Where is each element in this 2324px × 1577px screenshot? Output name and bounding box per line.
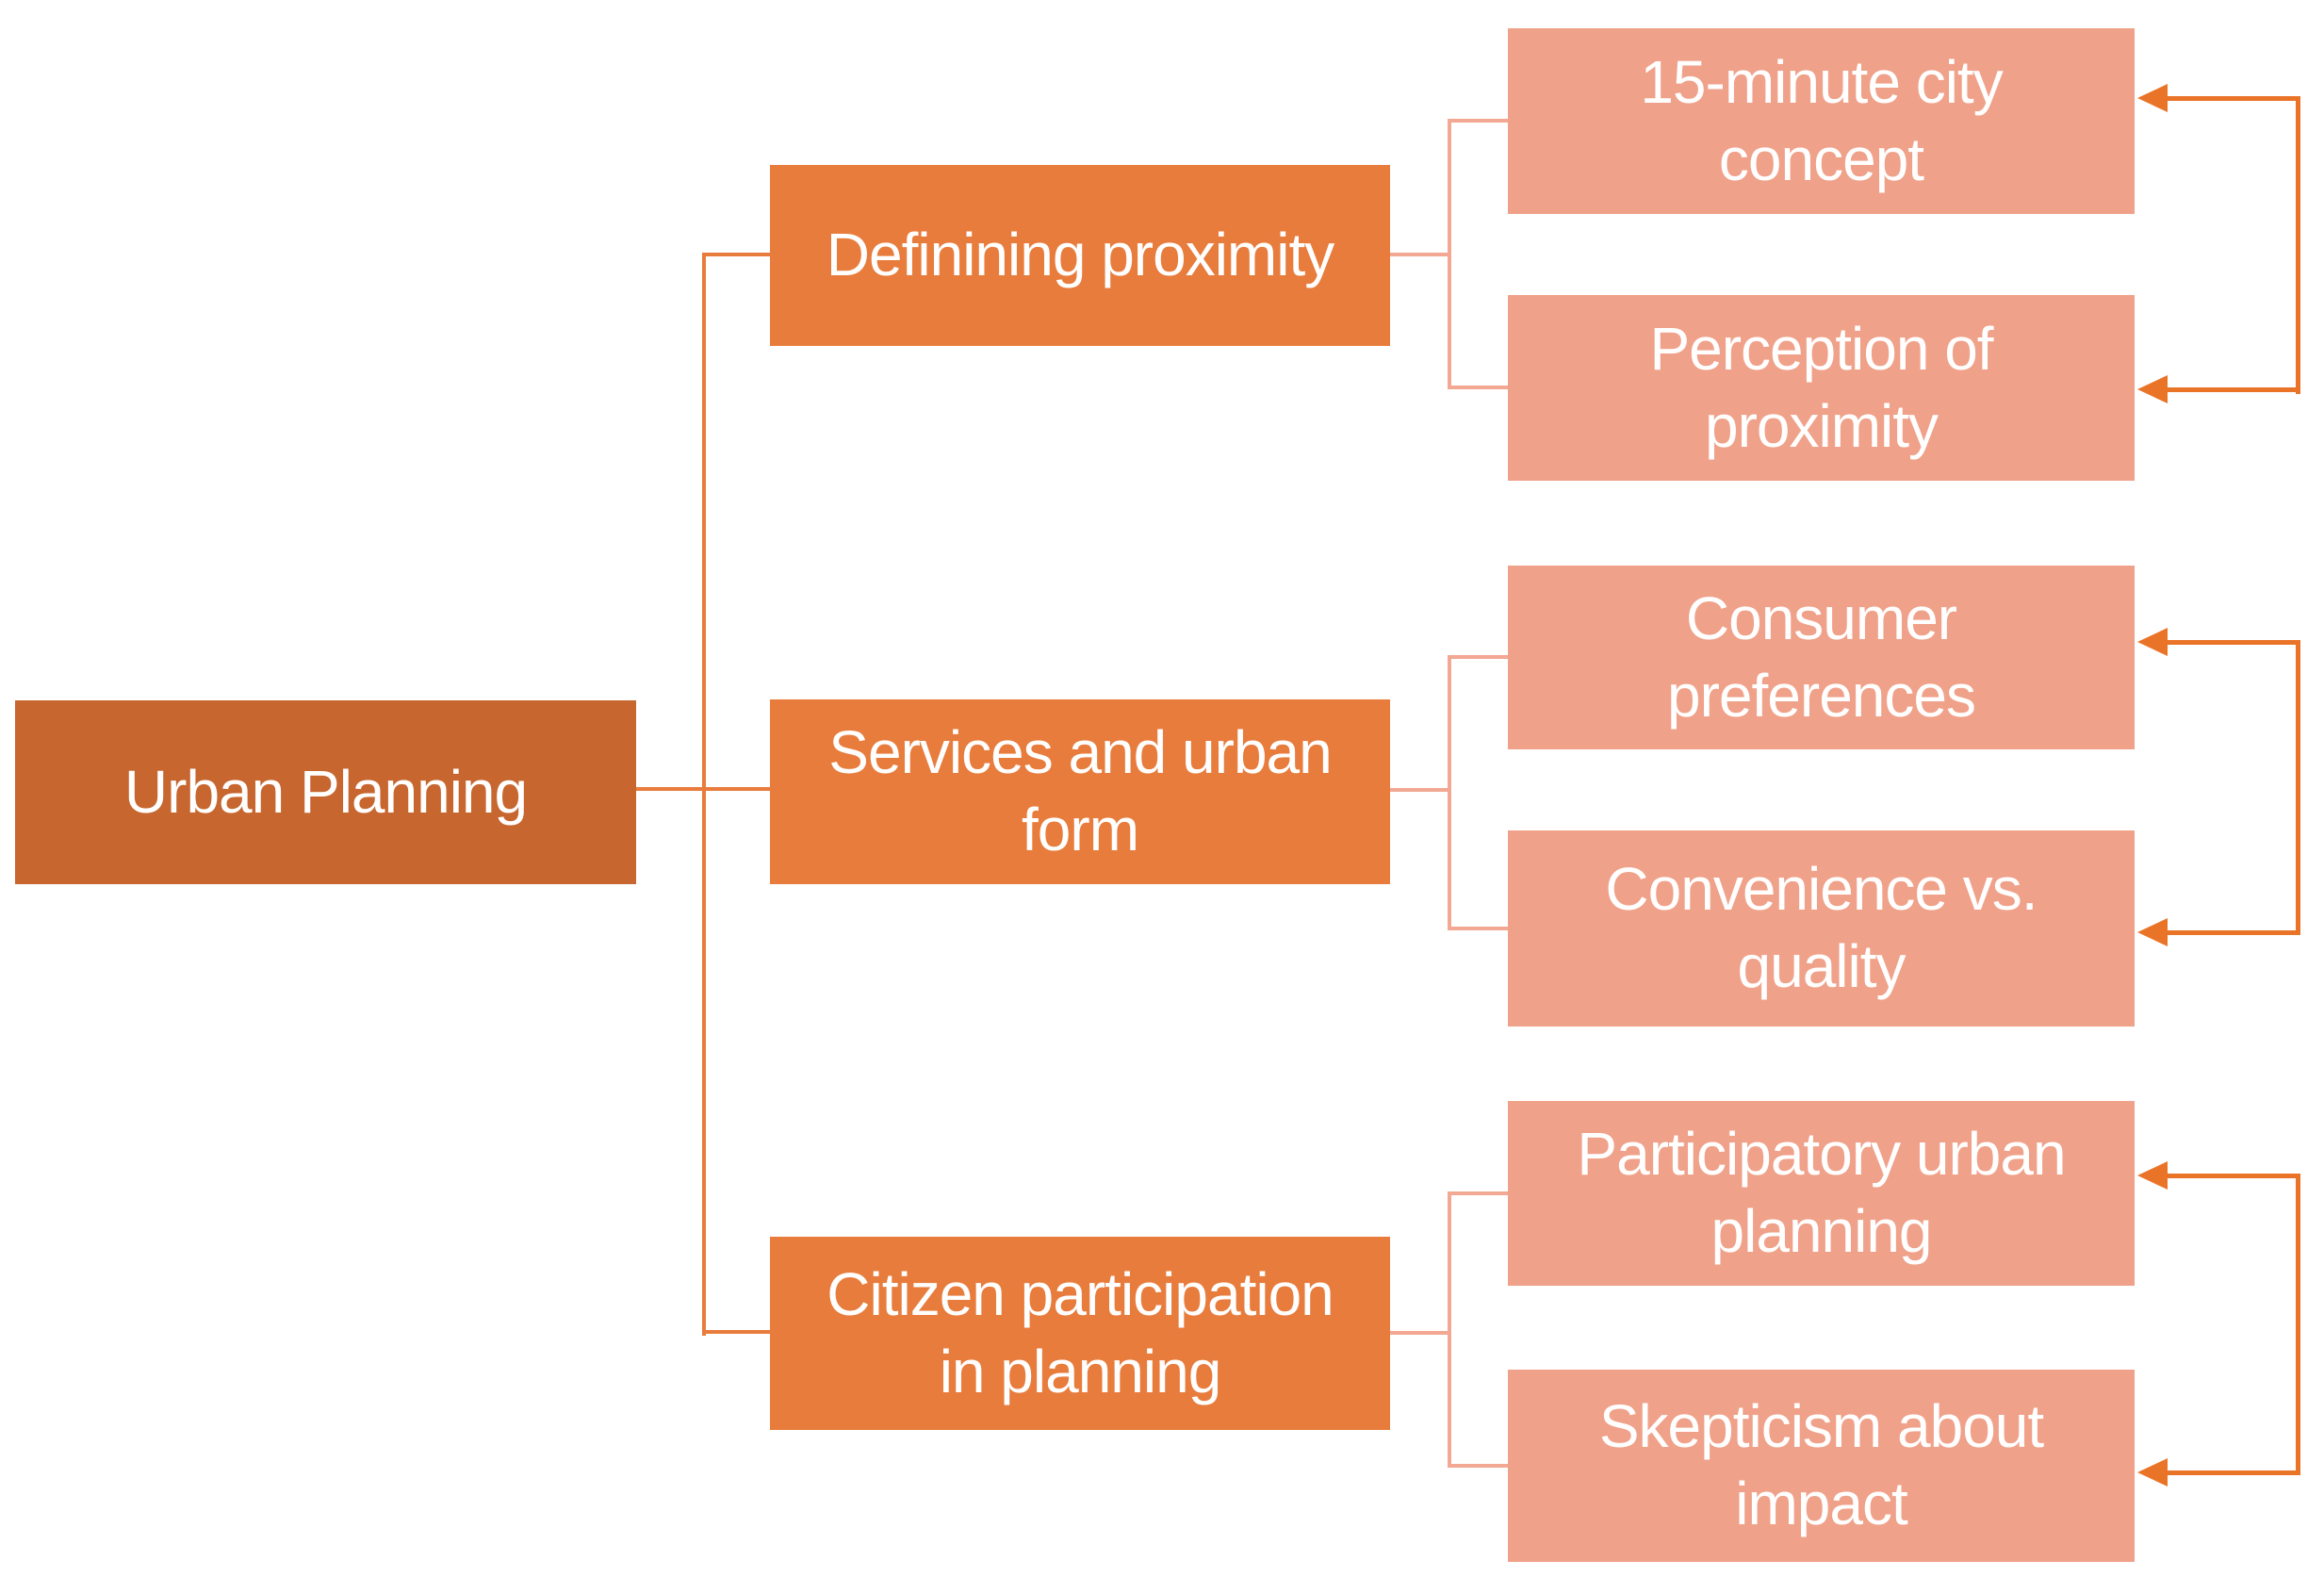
- bracket3-top-horizontal: [1448, 1191, 1508, 1195]
- node-participatory-urban-planning: Participatory urban planning: [1508, 1101, 2135, 1286]
- left-arrowhead-icon: [2137, 918, 2168, 946]
- arrow2-vertical: [2296, 640, 2300, 935]
- arrow3-bottom-line: [2166, 1470, 2300, 1475]
- bracket3-bottom-horizontal: [1448, 1464, 1508, 1468]
- arrow1-bottom-line: [2166, 387, 2300, 392]
- node-urban-planning: Urban Planning: [15, 700, 636, 884]
- node-citizen-participation: Citizen participation in planning: [770, 1237, 1390, 1430]
- left-arrowhead-icon: [2137, 84, 2168, 112]
- node-label: Convenience vs. quality: [1605, 855, 2038, 1000]
- bracket2-bottom-horizontal: [1448, 927, 1508, 930]
- node-label: Consumer preferences: [1667, 583, 1976, 730]
- bracket3-branch-stub: [1390, 1331, 1451, 1335]
- node-15-minute-city-concept: 15-minute city concept: [1508, 28, 2135, 214]
- node-label: Skepticism about impact: [1598, 1392, 2044, 1537]
- left-arrowhead-icon: [2137, 1458, 2168, 1487]
- node-label: Participatory urban planning: [1577, 1120, 2066, 1265]
- node-label: Definining proximity: [826, 221, 1334, 289]
- connector-branch3-stub: [702, 1330, 770, 1334]
- node-skepticism-about-impact: Skepticism about impact: [1508, 1370, 2135, 1562]
- node-consumer-preferences: Consumer preferences: [1508, 566, 2135, 749]
- bracket3-vertical: [1448, 1191, 1451, 1468]
- node-label: Perception of proximity: [1649, 314, 1993, 460]
- left-arrowhead-icon: [2137, 628, 2168, 656]
- bracket2-top-horizontal: [1448, 655, 1508, 659]
- arrow3-top-line: [2166, 1174, 2300, 1178]
- arrow1-top-line: [2166, 96, 2300, 101]
- bracket1-vertical: [1448, 119, 1451, 389]
- bracket1-bottom-horizontal: [1448, 386, 1508, 389]
- node-convenience-vs-quality: Convenience vs. quality: [1508, 830, 2135, 1027]
- bracket1-branch-stub: [1390, 253, 1451, 256]
- bracket2-branch-stub: [1390, 788, 1451, 792]
- connector-branch1-stub: [702, 253, 770, 256]
- node-perception-of-proximity: Perception of proximity: [1508, 295, 2135, 481]
- arrow3-vertical: [2296, 1174, 2300, 1475]
- left-arrowhead-icon: [2137, 1161, 2168, 1190]
- node-defining-proximity: Definining proximity: [770, 165, 1390, 346]
- node-label: 15-minute city concept: [1640, 47, 2003, 193]
- arrow2-top-line: [2166, 640, 2300, 645]
- arrow1-vertical: [2296, 96, 2300, 394]
- node-label: Citizen participation in planning: [826, 1259, 1334, 1405]
- node-label: Services and urban form: [828, 718, 1332, 863]
- bracket2-vertical: [1448, 655, 1451, 930]
- connector-trunk-vertical: [702, 253, 706, 1336]
- arrow2-bottom-line: [2166, 930, 2300, 935]
- node-label: Urban Planning: [123, 757, 528, 826]
- node-services-and-urban-form: Services and urban form: [770, 699, 1390, 884]
- left-arrowhead-icon: [2137, 375, 2168, 403]
- bracket1-top-horizontal: [1448, 119, 1508, 123]
